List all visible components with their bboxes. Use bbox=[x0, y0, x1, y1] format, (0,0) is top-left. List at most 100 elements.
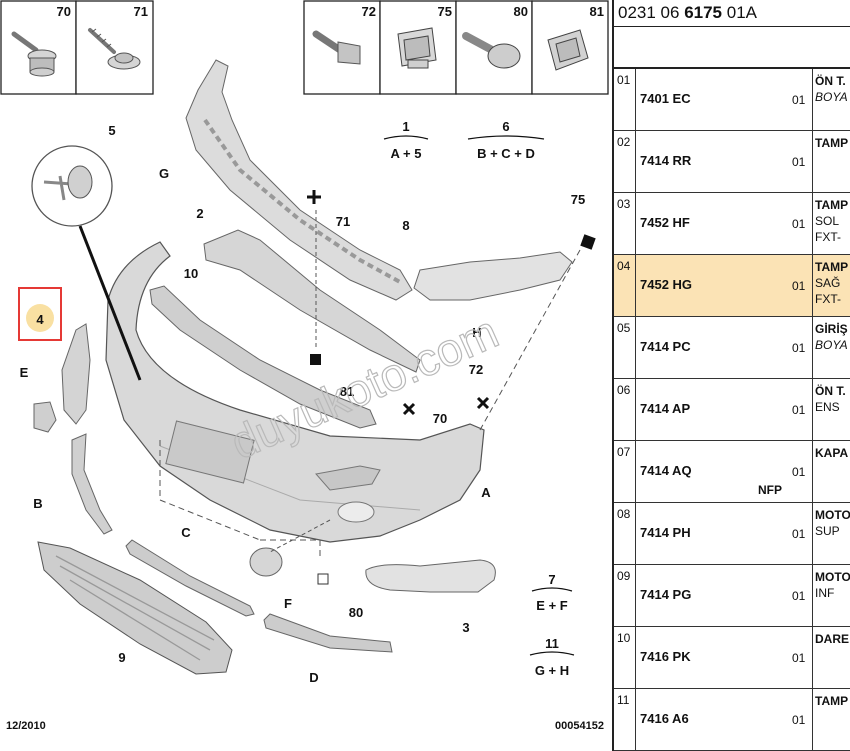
svg-text:B + C + D: B + C + D bbox=[477, 146, 535, 161]
part-code[interactable]: 7414 PG bbox=[640, 587, 692, 602]
part-title: MOTO bbox=[815, 508, 850, 522]
part-g-upper-beam[interactable] bbox=[185, 59, 413, 301]
callout-e: E bbox=[20, 365, 29, 380]
callout-labels: 5 G 2 10 71 8 75 H 72 81 70 A 4 E B C F … bbox=[20, 123, 586, 685]
part-3-trim[interactable] bbox=[365, 559, 496, 593]
reference-header: 0231 06 6175 01A bbox=[614, 0, 850, 27]
callout-a: A bbox=[481, 485, 491, 500]
part-c-strip[interactable] bbox=[125, 539, 255, 617]
part-subtitle-2: FXT- bbox=[815, 292, 841, 306]
part-description: MOTO SUP bbox=[815, 507, 850, 539]
part-description: ÖN T.ENS bbox=[815, 383, 846, 415]
part-code[interactable]: 7414 AP bbox=[640, 401, 691, 416]
part-description: TAMP SAĞ FXT- bbox=[815, 259, 848, 307]
part-quantity: 01 bbox=[792, 713, 806, 727]
callout-5: 5 bbox=[108, 123, 115, 138]
row-index: 05 bbox=[614, 317, 636, 378]
footer-date: 12/2010 bbox=[6, 720, 46, 732]
fastener-number: 80 bbox=[514, 4, 528, 19]
svg-text:7: 7 bbox=[548, 572, 555, 587]
part-subtitle: BOYA bbox=[815, 90, 848, 104]
highlight-callout-4[interactable] bbox=[18, 287, 62, 341]
part-code[interactable]: 7452 HF bbox=[640, 215, 690, 230]
part-code[interactable]: 7414 PC bbox=[640, 339, 691, 354]
part-code[interactable]: 7414 AQ bbox=[640, 463, 692, 478]
part-subtitle: SAĞ bbox=[815, 276, 841, 290]
part-2-absorber[interactable] bbox=[203, 229, 421, 373]
part-d-bottom-strip[interactable] bbox=[263, 613, 393, 653]
hex-bolt-washer-icon bbox=[11, 31, 57, 77]
row-index: 06 bbox=[614, 379, 636, 440]
callout-81: 81 bbox=[340, 384, 354, 399]
callout-4: 4 bbox=[36, 312, 44, 327]
part-4-side-trim[interactable] bbox=[61, 323, 91, 425]
part-quantity: 01 bbox=[792, 279, 806, 293]
callout-70: 70 bbox=[433, 411, 447, 426]
part-10-lower-beam[interactable] bbox=[149, 285, 377, 429]
fastener-box-80[interactable]: 80 bbox=[455, 0, 533, 95]
callout-72: 72 bbox=[469, 362, 483, 377]
footer-code: 00054152 bbox=[555, 720, 604, 732]
part-code[interactable]: 7401 EC bbox=[640, 91, 691, 106]
set-label-6: 6 B + C + D bbox=[467, 119, 545, 161]
part-code[interactable]: 7414 RR bbox=[640, 153, 692, 168]
fastener-box-70[interactable]: 70 bbox=[0, 0, 77, 95]
part-a-bumper-cover[interactable] bbox=[105, 241, 485, 543]
part-code[interactable]: 7416 A6 bbox=[640, 711, 689, 726]
part-f-cap[interactable] bbox=[249, 547, 283, 577]
part-9-grille[interactable] bbox=[37, 541, 233, 675]
screw-washer-icon bbox=[88, 28, 141, 70]
leader-lines bbox=[159, 210, 581, 560]
part-h-bracket[interactable] bbox=[413, 251, 573, 301]
fastener-box-81[interactable]: 81 bbox=[531, 0, 609, 95]
part-b-lower-lip[interactable] bbox=[71, 433, 113, 535]
qty-column bbox=[790, 441, 813, 502]
marker-72 bbox=[476, 396, 490, 410]
part-description: ÖN T.BOYA bbox=[815, 73, 848, 105]
marker-80 bbox=[317, 573, 329, 585]
part-quantity: 01 bbox=[792, 155, 806, 169]
part-code[interactable]: 7416 PK bbox=[640, 649, 691, 664]
svg-text:1: 1 bbox=[402, 119, 409, 134]
fastener-box-72[interactable]: 72 bbox=[303, 0, 381, 95]
part-title: TAMP bbox=[815, 260, 849, 274]
part-title: GİRİŞ bbox=[815, 322, 848, 336]
fastener-box-75[interactable]: 75 bbox=[379, 0, 457, 95]
part-subtitle: SUP bbox=[815, 524, 840, 538]
svg-text:11: 11 bbox=[545, 636, 559, 651]
svg-text:6: 6 bbox=[502, 119, 509, 134]
fastener-box-71[interactable]: 71 bbox=[75, 0, 154, 95]
callout-71: 71 bbox=[336, 214, 350, 229]
qty-column bbox=[790, 317, 813, 378]
qty-column bbox=[790, 689, 813, 750]
part-code[interactable]: 7452 HG bbox=[640, 277, 693, 292]
part-description: TAMP bbox=[815, 693, 848, 709]
part-title: TAMP bbox=[815, 694, 849, 708]
part-quantity: 01 bbox=[792, 93, 806, 107]
part-e-cap[interactable] bbox=[33, 401, 57, 433]
part-quantity: 01 bbox=[792, 527, 806, 541]
part-code[interactable]: 7414 PH bbox=[640, 525, 691, 540]
callout-3: 3 bbox=[462, 620, 469, 635]
callout-c: C bbox=[181, 525, 191, 540]
part-quantity: 01 bbox=[792, 465, 806, 479]
qty-column bbox=[790, 379, 813, 440]
row-index: 02 bbox=[614, 131, 636, 192]
qty-column bbox=[790, 131, 813, 192]
callout-d: D bbox=[309, 670, 318, 685]
set-label-7: 7 E + F bbox=[531, 572, 573, 613]
callout-h: H bbox=[472, 325, 481, 340]
callout-g: G bbox=[159, 166, 169, 181]
